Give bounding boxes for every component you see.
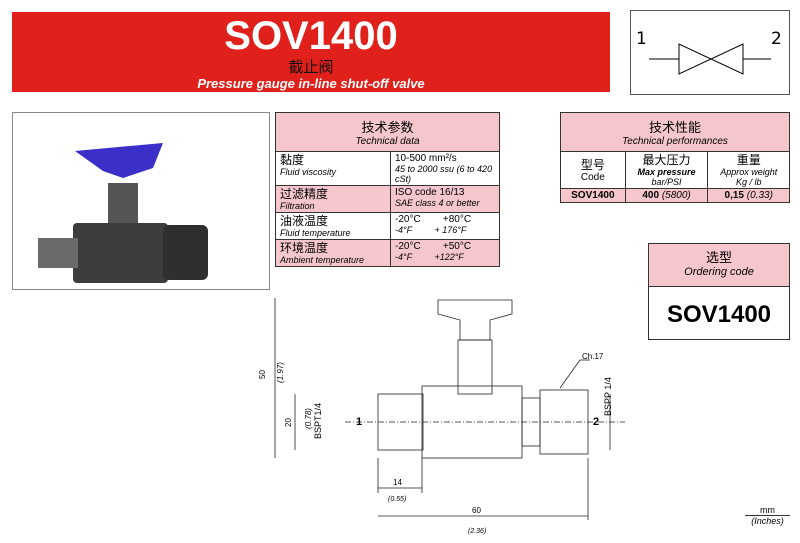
pressure-bar: 400 (642, 190, 660, 201)
col-header-en: Code (580, 171, 605, 183)
product-title: SOV1400 (224, 14, 398, 58)
col-header-cn: 重量 (736, 153, 761, 167)
tech-title-cn: 技术参数 (361, 120, 414, 135)
perf-title-en: Technical performances (622, 136, 728, 147)
ordering-title-cn: 选型 (705, 250, 732, 265)
dim-width-small: 14 (393, 478, 402, 487)
row-label-en: Ambient temperature (280, 255, 365, 265)
col-header-en: Approx weight (720, 167, 778, 177)
subtitle-cn: 截止阀 (288, 58, 334, 76)
row-label-cn: 油液温度 (280, 214, 329, 228)
col-header-cn: 最大压力 (642, 153, 691, 167)
valve-symbol-icon (649, 43, 771, 75)
row-label-cn: 过滤精度 (280, 187, 329, 201)
pressure-psi: (5800) (661, 190, 691, 201)
port-1-label: 1 (636, 29, 647, 49)
dim-width-total: 60 (472, 506, 481, 515)
ordering-title-en: Ordering code (684, 266, 754, 278)
port-right-thread: BSPP 1/4 (603, 377, 613, 416)
weight-kg: 0,15 (724, 190, 744, 201)
row-value: 10-500 mm²/s (395, 153, 457, 164)
row-value: ISO code 16/13 (395, 187, 465, 198)
unit-inch: (Inches) (751, 516, 784, 526)
port-2-label: 2 (593, 416, 600, 428)
row-label-en: Fluid viscosity (280, 167, 337, 177)
port-left-thread: BSPT1/4 (313, 402, 324, 440)
dimension-drawing: 50 (1.97) 20 (0.78) BSPT1/4 1 2 BSPP 1/4… (250, 288, 650, 543)
port-1-label: 1 (356, 416, 363, 428)
valve-photo-image (38, 143, 208, 283)
row-value: 45 to 2000 ssu (6 to 420 cSt) (395, 164, 493, 184)
port-right-wrap: BSPP 1/4 (603, 377, 613, 416)
dim-height-total-inch: (1.97) (275, 362, 285, 383)
hex-size-label: Ch.17 (582, 352, 604, 361)
row-label-en: Fluid temperature (280, 228, 351, 238)
subtitle-en: Pressure gauge in-line shut-off valve (197, 76, 425, 91)
weight-lb: (0.33) (746, 190, 773, 201)
table-row: SOV1400 400 (5800) 0,15 (0.33) (560, 188, 790, 203)
ordering-code: SOV1400 (666, 301, 772, 328)
dim-width-small-inch: (0.55) (388, 496, 407, 503)
col-header-en: Max pressure (637, 167, 696, 177)
row-label-cn: 环境温度 (280, 241, 329, 255)
row-value: SAE class 4 or better (395, 198, 480, 208)
row-label-en: Filtration (280, 201, 315, 211)
row-value: -20°C +80°C (395, 214, 472, 225)
dim-height-body: 20 (283, 418, 293, 427)
port-2-label: 2 (771, 29, 782, 49)
col-unit: Kg / lb (735, 177, 762, 187)
valve-symbol: 1 2 (630, 10, 790, 95)
row-value: -4°F +122°F (395, 252, 464, 262)
col-header-cn: 型号 (580, 157, 605, 172)
perf-title-cn: 技术性能 (648, 120, 701, 135)
product-photo (12, 112, 270, 290)
ordering-code-box: 选型 Ordering code SOV1400 (648, 243, 790, 340)
units-legend: mm (Inches) (745, 505, 790, 526)
col-unit: bar/PSI (651, 177, 682, 187)
row-value: -20°C +50°C (395, 241, 472, 252)
dim-height-body-inch: (0.78) (303, 408, 313, 429)
tech-title-en: Technical data (355, 136, 420, 147)
dim-height-total: 50 (257, 370, 267, 379)
dim-width-total-inch: (2.36) (468, 528, 487, 535)
row-value: -4°F + 176°F (395, 225, 467, 235)
code-cell: SOV1400 (560, 188, 626, 203)
unit-mm: mm (745, 505, 790, 516)
valve-drawing-icon (274, 298, 625, 520)
row-label-cn: 黏度 (280, 153, 305, 167)
title-banner: SOV1400 截止阀 Pressure gauge in-line shut-… (12, 12, 610, 92)
